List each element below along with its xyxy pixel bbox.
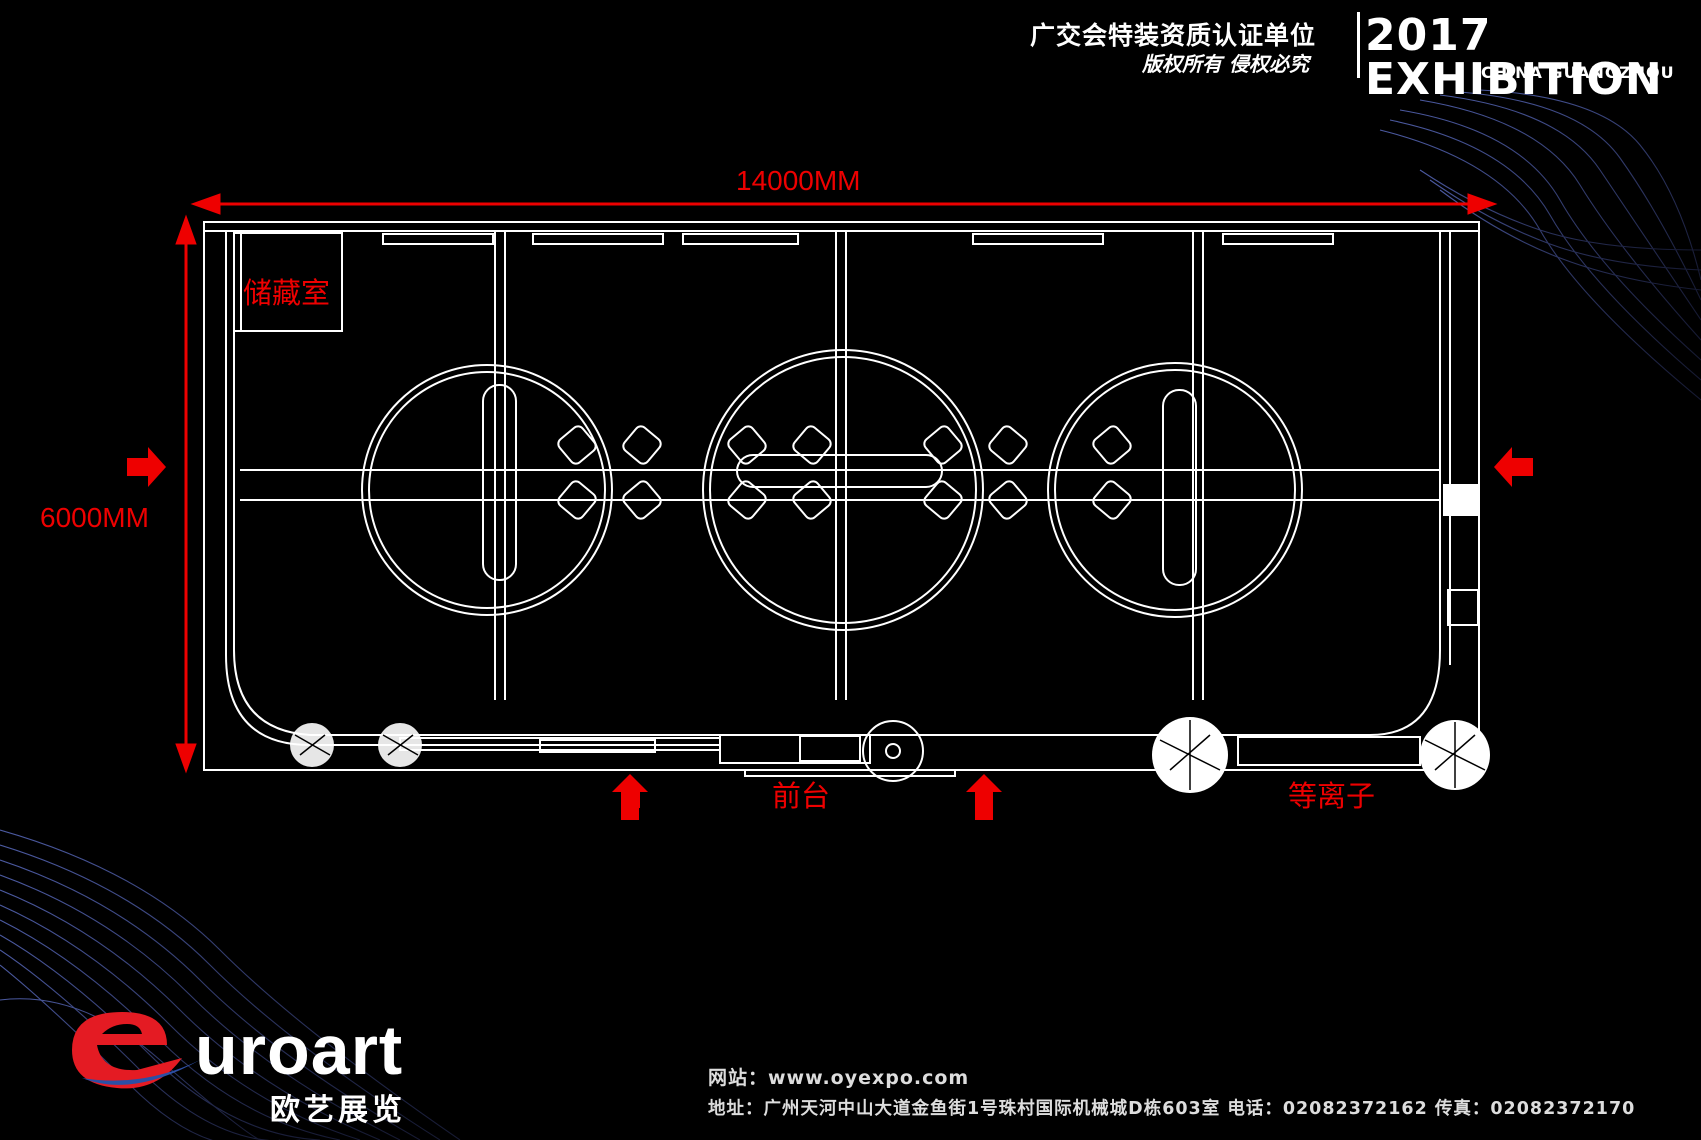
display-circle-1 (361, 364, 613, 616)
expo-title: 2017 EXHIBITION (1365, 10, 1663, 105)
reception-label: 前台 (772, 779, 831, 813)
entry-arrow-left-icon (127, 447, 166, 487)
footer-website: 网站：www.oyexpo.com (708, 1067, 970, 1089)
plasma-label: 等离子 (1288, 779, 1376, 813)
header-divider (1357, 12, 1360, 78)
brand-name-cn: 欧艺展览 (270, 1093, 406, 1128)
display-circle-2 (702, 349, 984, 631)
round-table (862, 720, 924, 782)
height-dimension-label: 6000MM (40, 502, 149, 533)
entry-arrow-bottom-1-icon (612, 774, 648, 820)
expo-subtitle: CHINA GUANGZHOU (1481, 63, 1675, 82)
width-dimension-label: 14000MM (736, 165, 861, 196)
chair-groups (557, 425, 1132, 520)
euroart-logo-icon (72, 1012, 200, 1089)
storage-room (233, 232, 343, 332)
display-circle-3 (1047, 362, 1303, 618)
reception-desk (719, 734, 871, 764)
height-dimension (175, 214, 197, 774)
storage-room-label: 储藏室 (243, 276, 331, 310)
entry-arrow-bottom-2-icon (966, 774, 1002, 820)
brand-name: uroart (195, 1011, 404, 1089)
footer-address: 地址：广州天河中山大道金鱼街1号珠村国际机械城D栋603室 电话：0208237… (708, 1099, 1636, 1119)
entry-arrow-right-icon (1494, 447, 1533, 487)
booth-outline (203, 221, 1480, 771)
plasma-screen (1237, 736, 1421, 766)
header-rights: 版权所有 侵权必究 (1142, 52, 1309, 76)
width-dimension (190, 193, 1498, 215)
header-certification: 广交会特装资质认证单位 (1030, 21, 1317, 50)
